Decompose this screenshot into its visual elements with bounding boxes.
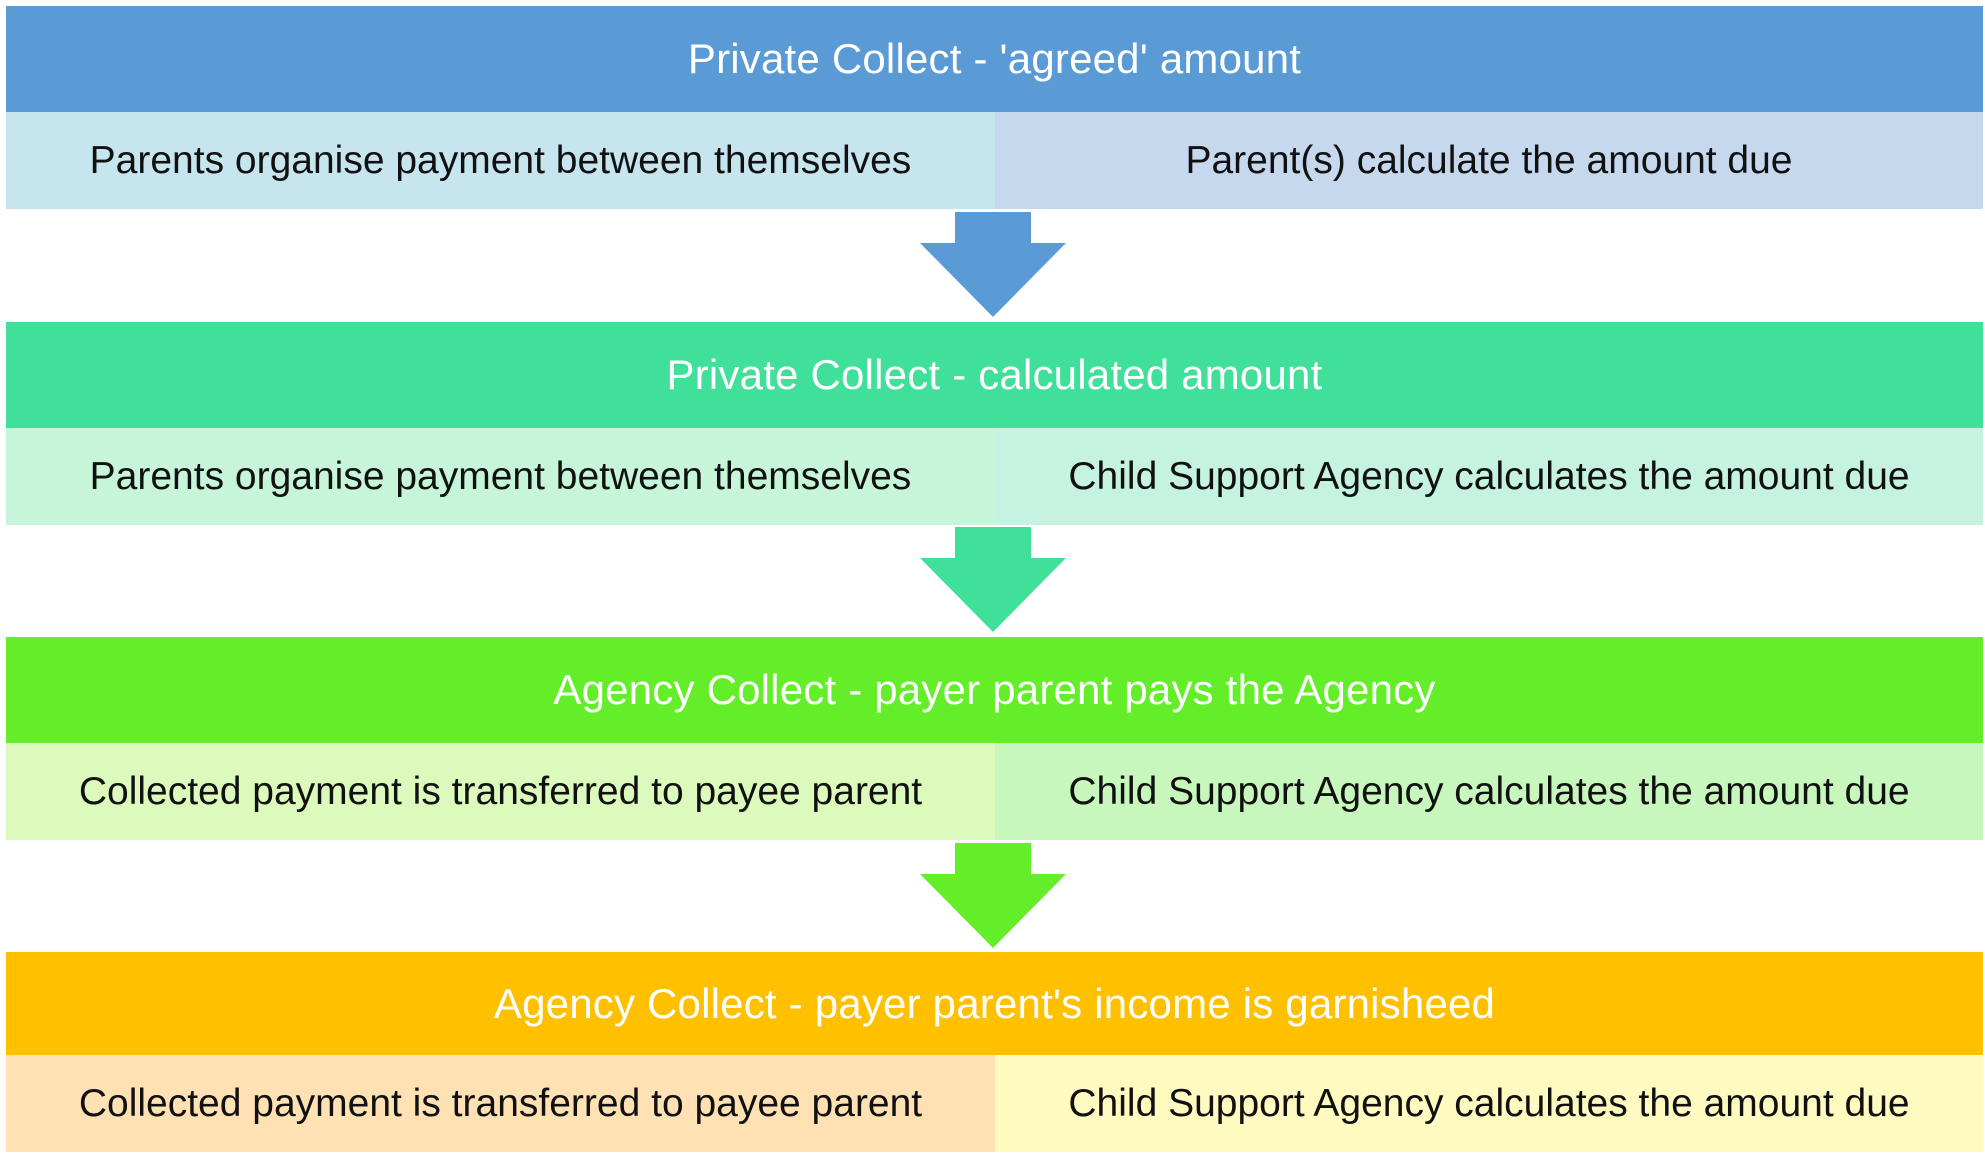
stage-1: Private Collect - 'agreed' amount Parent… [6,6,1983,209]
down-arrow-icon [918,843,1068,950]
stage-4-title: Agency Collect - payer parent's income i… [6,952,1983,1055]
down-arrow-icon [918,212,1068,319]
stage-3-left-box: Collected payment is transferred to paye… [6,743,995,840]
stage-3-right-box: Child Support Agency calculates the amou… [995,743,1983,840]
stage-1-details: Parents organise payment between themsel… [6,112,1983,209]
stage-4-details: Collected payment is transferred to paye… [6,1055,1983,1152]
stage-4-right-box: Child Support Agency calculates the amou… [995,1055,1983,1152]
stage-4-left-box: Collected payment is transferred to paye… [6,1055,995,1152]
stage-4: Agency Collect - payer parent's income i… [6,952,1983,1152]
stage-2-title: Private Collect - calculated amount [6,322,1983,428]
stage-1-left-box: Parents organise payment between themsel… [6,112,995,209]
stage-2-right-box: Child Support Agency calculates the amou… [995,428,1983,525]
arrow-1-shape [920,212,1066,317]
stage-2-details: Parents organise payment between themsel… [6,428,1983,525]
stage-2-left-box: Parents organise payment between themsel… [6,428,995,525]
stage-3-details: Collected payment is transferred to paye… [6,743,1983,840]
down-arrow-icon [918,527,1068,634]
stage-1-right-box: Parent(s) calculate the amount due [995,112,1983,209]
stage-1-title: Private Collect - 'agreed' amount [6,6,1983,112]
stage-3: Agency Collect - payer parent pays the A… [6,637,1983,840]
arrow-2-shape [920,527,1066,632]
stage-3-title: Agency Collect - payer parent pays the A… [6,637,1983,743]
stage-2: Private Collect - calculated amount Pare… [6,322,1983,525]
arrow-3-shape [920,843,1066,948]
